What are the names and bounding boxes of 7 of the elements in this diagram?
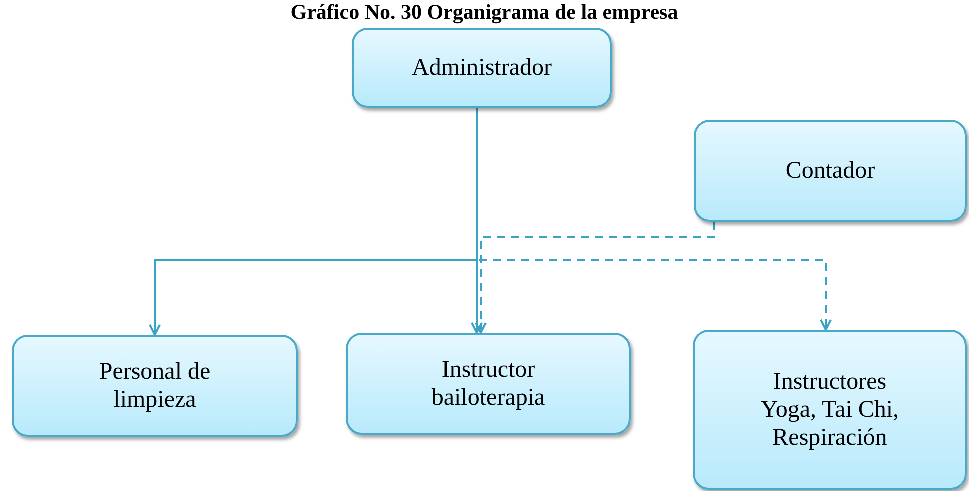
- org-box: Personal de limpieza: [12, 335, 298, 437]
- connector-arrow: [475, 222, 715, 334]
- org-box: Contador: [694, 120, 967, 222]
- org-box: Administrador: [352, 28, 612, 108]
- chart-title: Gráfico No. 30 Organigrama de la empresa: [290, 0, 680, 24]
- org-box: Instructores Yoga, Tai Chi, Respiración: [693, 330, 967, 490]
- org-box: Instructor bailoterapia: [346, 333, 631, 435]
